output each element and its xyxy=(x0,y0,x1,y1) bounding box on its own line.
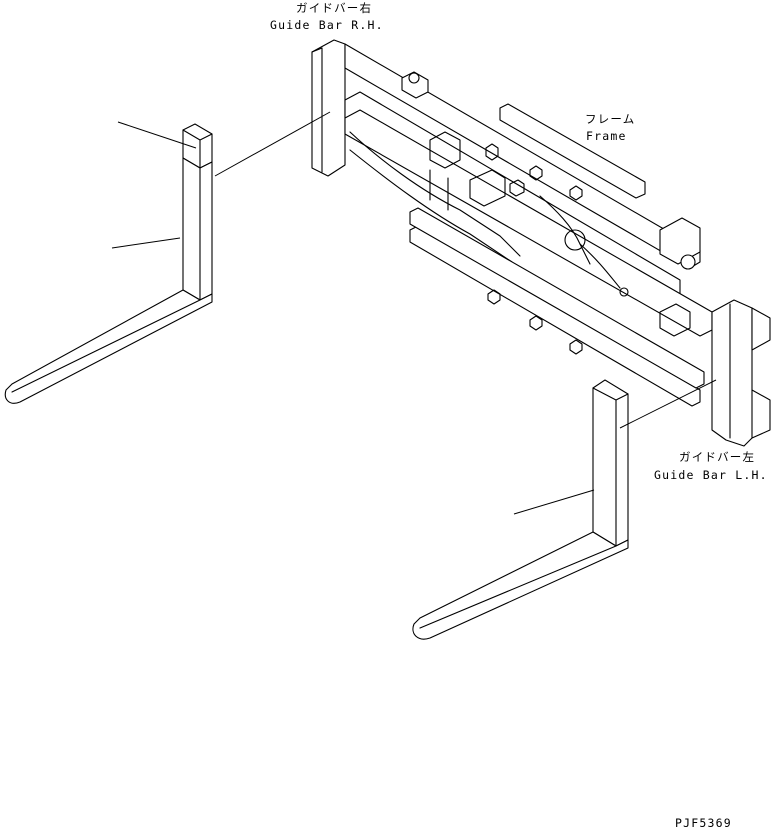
fork-lower xyxy=(412,379,629,640)
frame-jp-label: フレーム xyxy=(585,112,635,126)
leader-lines xyxy=(111,111,717,515)
guide-bar-rh-en-label: Guide Bar R.H. xyxy=(270,18,384,32)
guide-bar-rh-jp-label: ガイドバー右 xyxy=(296,1,372,15)
frame-en-label: Frame xyxy=(586,129,627,143)
guide-bar-lh-jp-label: ガイドバー左 xyxy=(679,450,755,464)
fork-upper xyxy=(4,123,213,404)
drawing-number: PJF5369 xyxy=(675,816,732,830)
frame xyxy=(311,39,771,447)
guide-bar-lh-en-label: Guide Bar L.H. xyxy=(654,468,768,482)
